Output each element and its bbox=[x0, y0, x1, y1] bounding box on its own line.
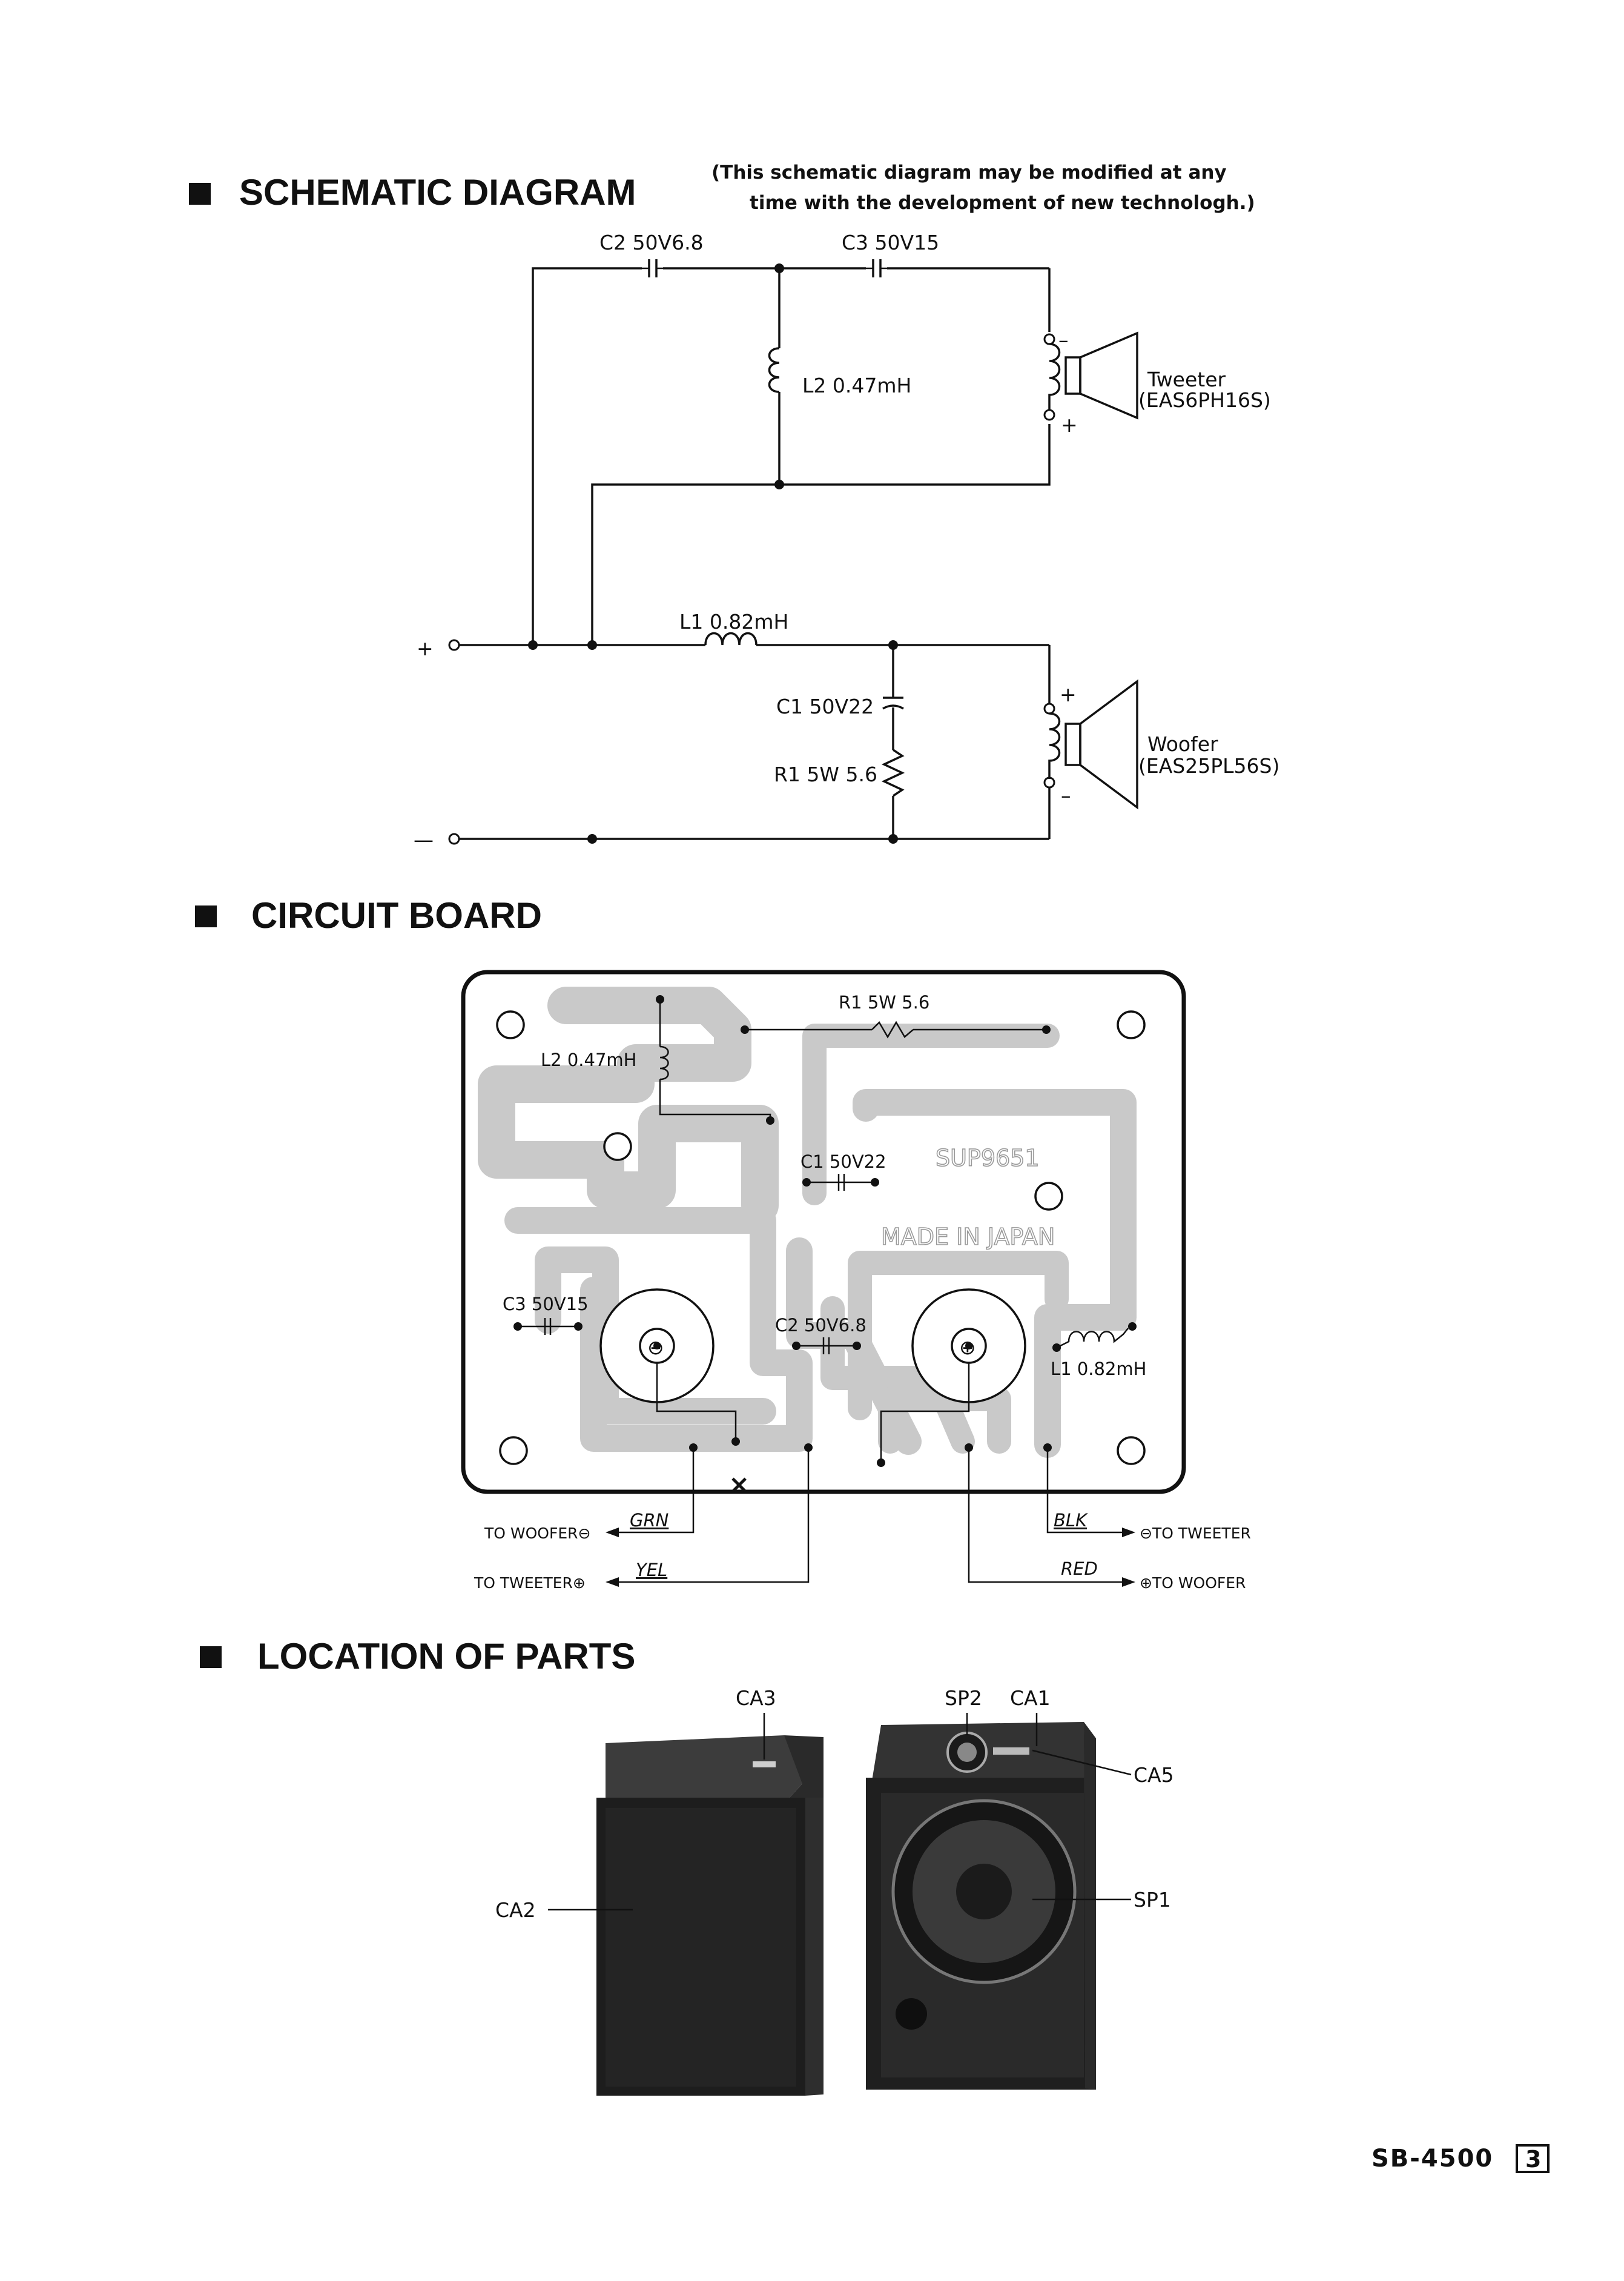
tweeter-unit bbox=[946, 1732, 988, 1773]
pcb-copper-traces bbox=[478, 987, 1137, 1458]
solder-pads bbox=[513, 995, 1137, 1467]
circuit-board-title: CIRCUIT BOARD bbox=[251, 895, 542, 936]
pcb-l1-label: L1 0.82mH bbox=[1051, 1359, 1146, 1379]
sp1-label: SP1 bbox=[1134, 1888, 1171, 1912]
location-of-parts-title: LOCATION OF PARTS bbox=[257, 1636, 635, 1677]
section-bullet bbox=[189, 183, 211, 205]
schematic-drawing: – + + – bbox=[448, 259, 1138, 845]
woofer-minus-sign: – bbox=[1061, 784, 1071, 807]
schematic-title: SCHEMATIC DIAGRAM bbox=[239, 172, 636, 213]
woofer-plus-sign: + bbox=[1060, 683, 1077, 706]
c1-label: C1 50V22 bbox=[776, 695, 874, 718]
bass-port bbox=[896, 1998, 927, 2030]
l2-inductor-coil bbox=[768, 347, 780, 393]
to-woofer-minus-label: TO WOOFER⊖ bbox=[484, 1525, 590, 1542]
pcb-c3-label: C3 50V15 bbox=[503, 1294, 589, 1314]
pcb-cut-mark: × bbox=[728, 1469, 750, 1499]
to-tweeter-plus-label: TO TWEETER⊕ bbox=[474, 1574, 586, 1592]
mounting-hole bbox=[1117, 1436, 1146, 1465]
pcb-terminal-plus-glyph: ⊕ bbox=[959, 1336, 976, 1359]
tweeter-minus-sign: – bbox=[1058, 328, 1069, 352]
woofer-part-number: (EAS25PL56S) bbox=[1138, 754, 1279, 778]
lead-red-label: RED bbox=[1061, 1558, 1098, 1579]
sp2-label: SP2 bbox=[945, 1686, 982, 1710]
ca3-label: CA3 bbox=[736, 1686, 776, 1710]
input-plus-label: + bbox=[417, 637, 434, 660]
c3-label: C3 50V15 bbox=[842, 231, 939, 254]
mounting-hole bbox=[1117, 1010, 1146, 1039]
to-woofer-plus-label: ⊕TO WOOFER bbox=[1140, 1574, 1246, 1592]
l1-inductor-coil bbox=[704, 632, 758, 646]
input-minus-label: — bbox=[414, 828, 434, 852]
pcb-made-in-label: MADE IN JAPAN bbox=[881, 1223, 1055, 1250]
page-number-box bbox=[1516, 2144, 1550, 2173]
lead-yel-label: YEL bbox=[636, 1560, 667, 1580]
ca5-label: CA5 bbox=[1134, 1763, 1174, 1787]
l1-board-coil bbox=[1056, 1328, 1129, 1349]
schematic-note-line1: (This schematic diagram may be modified … bbox=[711, 162, 1227, 184]
ca5-terminal bbox=[993, 1747, 1029, 1755]
l1-label: L1 0.82mH bbox=[679, 610, 788, 634]
section-bullet bbox=[200, 1646, 222, 1668]
circuit-board-drawing bbox=[461, 970, 1186, 1587]
section-bullet bbox=[195, 905, 217, 927]
right-speaker-cabinet bbox=[866, 1722, 1096, 2090]
l2-label: L2 0.47mH bbox=[802, 374, 911, 397]
pcb-terminal-minus-glyph: ⊖ bbox=[647, 1336, 664, 1359]
mounting-hole bbox=[499, 1436, 528, 1465]
ca1-label: CA1 bbox=[1010, 1686, 1051, 1710]
input-plus-terminal bbox=[448, 639, 460, 651]
r1-label: R1 5W 5.6 bbox=[774, 763, 877, 786]
speaker-photos bbox=[548, 1713, 1132, 2096]
tweeter-label: Tweeter bbox=[1147, 368, 1226, 391]
pcb-c1-label: C1 50V22 bbox=[800, 1151, 886, 1172]
l2-board-coil bbox=[659, 1045, 669, 1081]
c2-label: C2 50V6.8 bbox=[599, 231, 704, 254]
lead-blk-label: BLK bbox=[1054, 1510, 1088, 1531]
pcb-r1-label: R1 5W 5.6 bbox=[839, 992, 929, 1013]
ca3-terminal bbox=[753, 1761, 776, 1767]
tweeter-part-number: (EAS6PH16S) bbox=[1138, 388, 1271, 412]
footer-model-number: SB-4500 bbox=[1371, 2145, 1493, 2173]
woofer-unit bbox=[891, 1799, 1077, 1984]
woofer-label: Woofer bbox=[1147, 732, 1218, 756]
tweeter-plus-sign: + bbox=[1061, 413, 1078, 437]
lead-grn-label: GRN bbox=[630, 1510, 668, 1531]
r1-resistor-zigzag bbox=[881, 749, 905, 797]
pcb-c2-label: C2 50V6.8 bbox=[775, 1315, 866, 1336]
tweeter-symbol bbox=[1043, 331, 1138, 421]
page-number: 3 bbox=[1525, 2146, 1541, 2173]
woofer-symbol bbox=[1043, 679, 1138, 810]
input-minus-terminal bbox=[448, 833, 460, 845]
schematic-note-line2: time with the development of new technol… bbox=[750, 192, 1255, 214]
left-speaker-cabinet bbox=[596, 1735, 824, 2096]
r1-board-resistor bbox=[871, 1021, 914, 1039]
pcb-l2-label: L2 0.47mH bbox=[541, 1050, 636, 1070]
mounting-hole bbox=[496, 1010, 525, 1039]
ca2-label: CA2 bbox=[495, 1898, 536, 1922]
mounting-hole bbox=[603, 1132, 632, 1161]
to-tweeter-minus-label: ⊖TO TWEETER bbox=[1140, 1525, 1251, 1542]
pcb-board-code: SUP9651 bbox=[936, 1145, 1040, 1171]
mounting-hole bbox=[1034, 1182, 1063, 1211]
